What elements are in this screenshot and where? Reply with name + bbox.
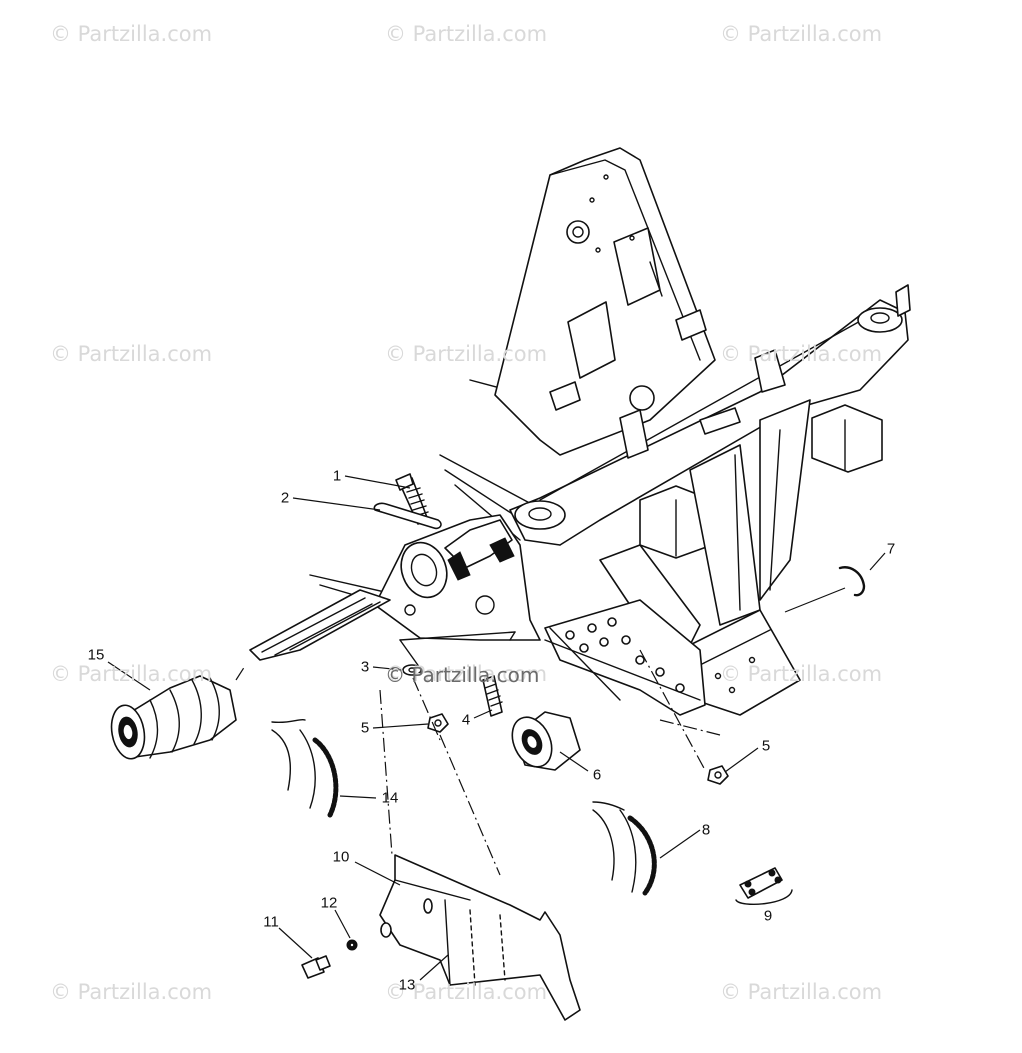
swing-arm [249,589,391,661]
part-10-guard [354,854,581,1021]
part-4-bolt [473,675,503,719]
part-callout-3: 3 [360,658,370,676]
part-callout-7: 7 [886,540,896,558]
part-callout-1: 1 [332,467,342,485]
part-6-bushing [511,711,589,772]
part-callout-12: 12 [320,894,338,912]
watermark-text: © Partzilla.com [720,980,883,1004]
part-callout-2: 2 [280,489,290,507]
part-8-chain [592,801,701,896]
part-callout-15: 15 [87,646,105,664]
part-7-clip [784,552,886,613]
watermark-text: © Partzilla.com [720,342,883,366]
watermark-text: © Partzilla.com [720,662,883,686]
assembly-centerlines [235,649,721,876]
crossbar [509,284,911,559]
pivot-housing [374,514,541,641]
part-callout-5: 5 [761,737,771,755]
watermark-text: © Partzilla.com [385,662,548,686]
watermark-text: © Partzilla.com [50,342,213,366]
watermark-text-overlay: © Partzilla.com [385,663,540,687]
part-callout-4: 4 [461,711,471,729]
watermark-text: © Partzilla.com [50,980,213,1004]
part-callout-9: 9 [763,907,773,925]
part-9-link [735,867,793,905]
part-callout-6: 6 [592,766,602,784]
part-5-nuts [372,713,759,785]
part-callout-10: 10 [332,848,350,866]
part-callout-11: 11 [263,913,279,931]
watermark-text: © Partzilla.com [720,22,883,46]
part-callout-13: 13 [398,976,416,994]
part-15-spool [107,661,237,760]
part-3-washer [372,631,516,676]
watermark-text: © Partzilla.com [385,22,548,46]
upright-plate [494,147,716,456]
part-11-12-fasteners [278,909,358,979]
part-callout-5: 5 [360,719,370,737]
part-14-chain [271,718,377,818]
watermark-text: © Partzilla.com [385,342,548,366]
part-callout-14: 14 [381,789,399,807]
lower-plate [689,609,801,716]
perforated-rail [544,599,706,716]
part-callout-8: 8 [701,821,711,839]
braces [599,399,811,646]
watermark-text: © Partzilla.com [50,662,213,686]
part-2-pin [292,497,442,530]
watermark-text: © Partzilla.com [50,22,213,46]
watermark-text: © Partzilla.com [385,980,548,1004]
